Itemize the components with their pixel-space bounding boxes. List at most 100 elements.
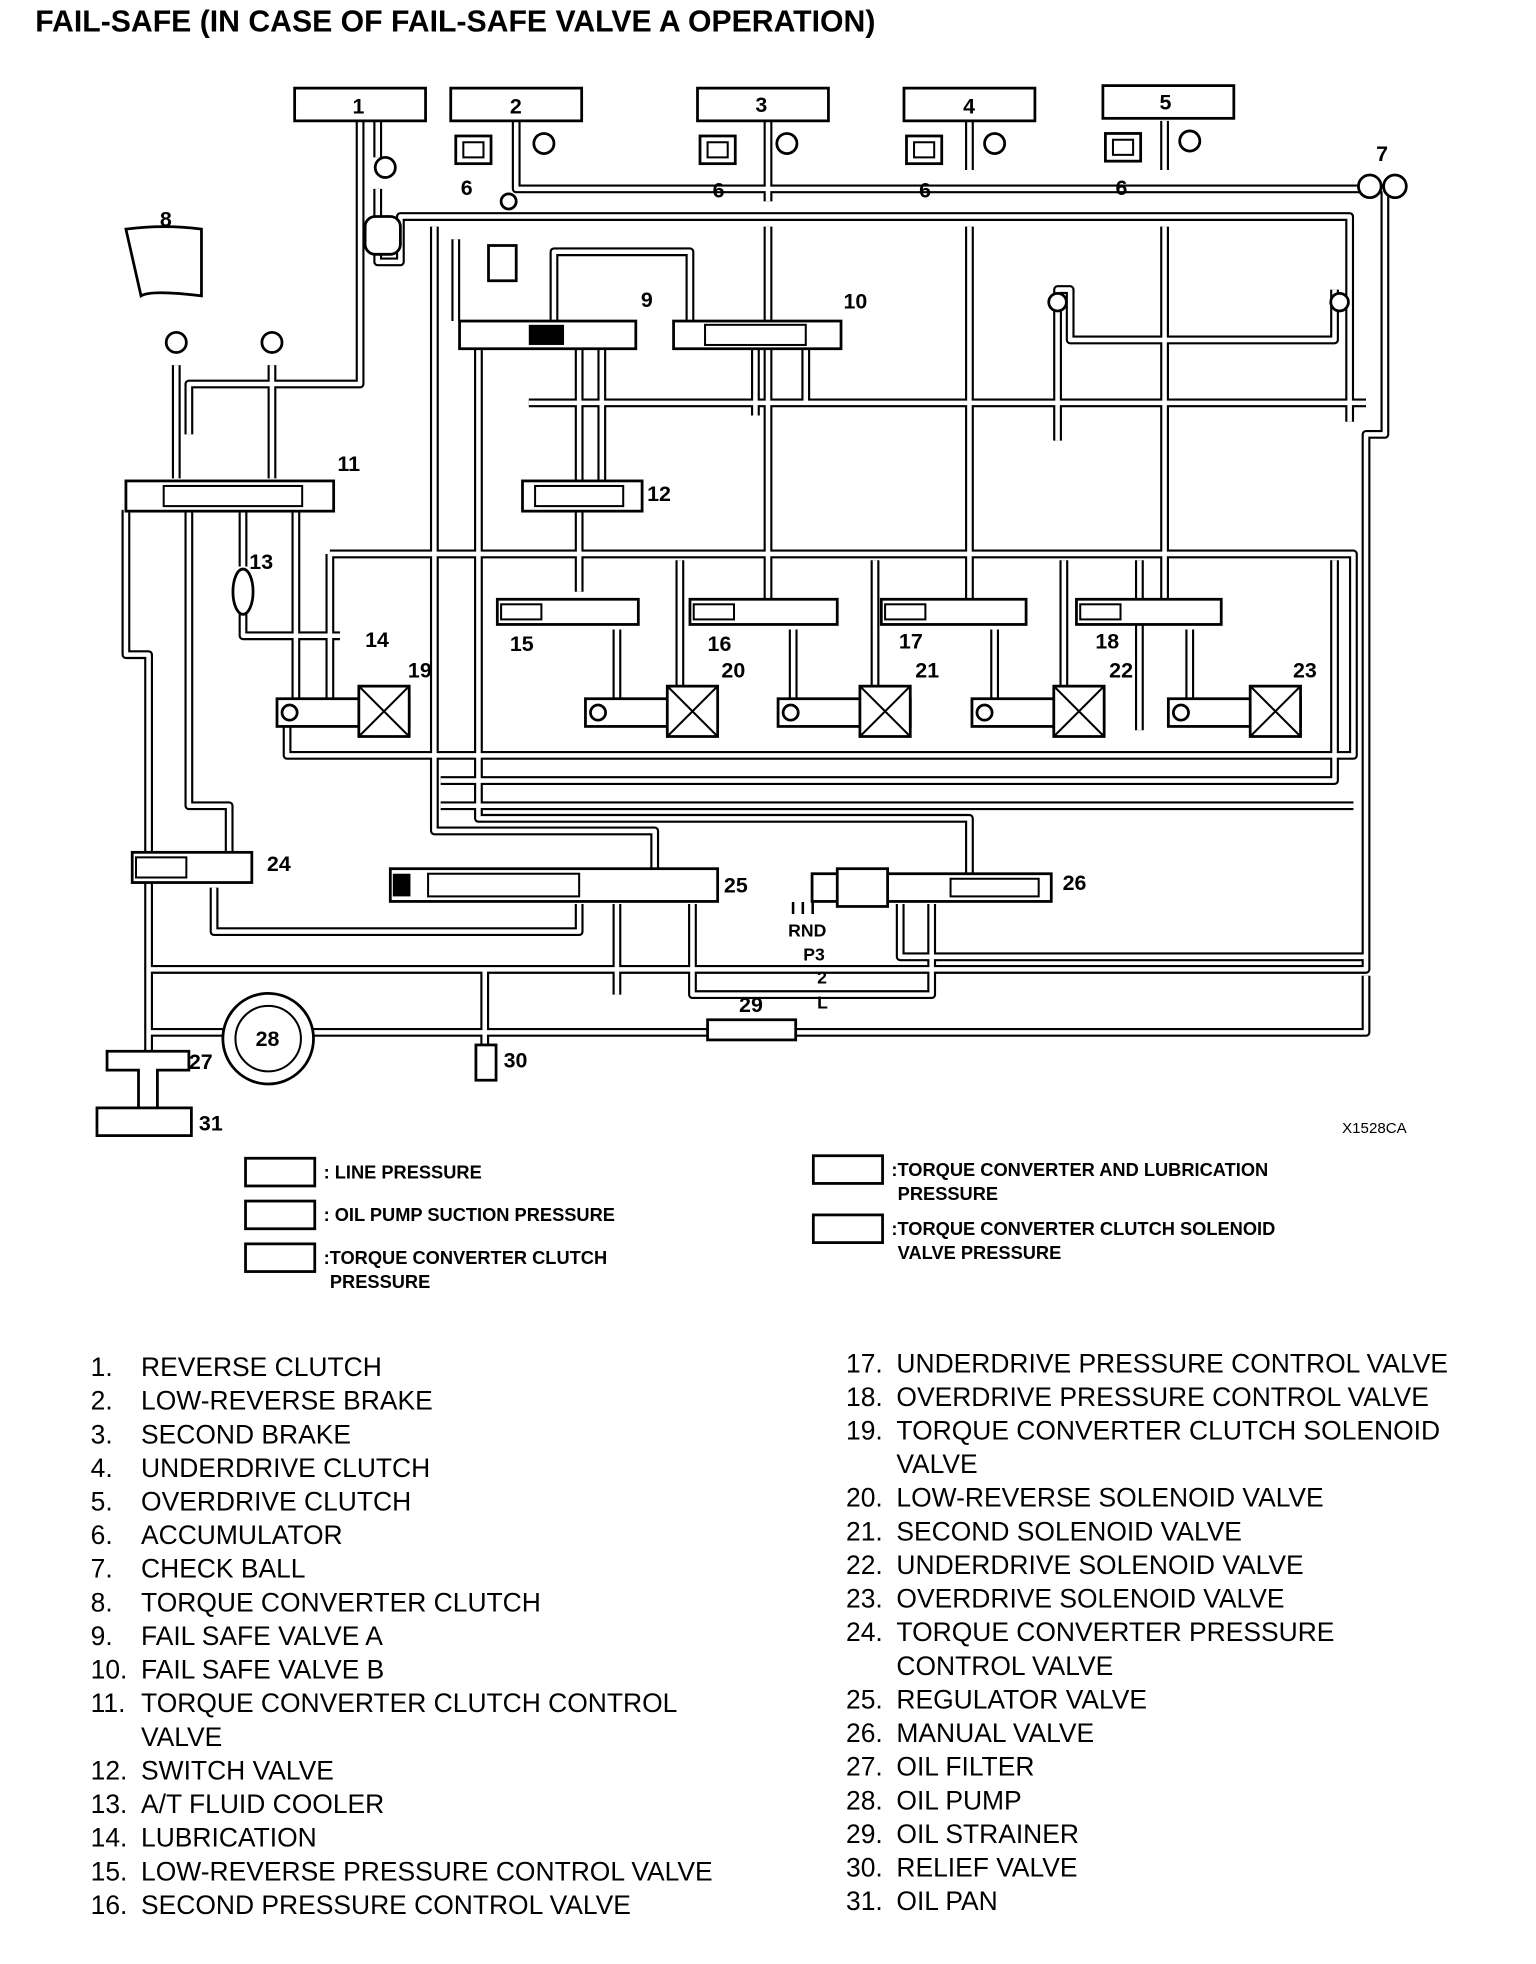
part-number: 16.	[91, 1890, 128, 1920]
part-number: 10.	[91, 1655, 128, 1685]
callout: 23	[1293, 658, 1317, 682]
callout: 6	[461, 176, 473, 200]
part-name: TORQUE CONVERTER CLUTCH SOLENOID	[896, 1416, 1440, 1446]
part-number: 12.	[91, 1755, 128, 1785]
callout: 8	[160, 208, 172, 232]
part-name: SECOND PRESSURE CONTROL VALVE	[141, 1890, 631, 1920]
callout: 9	[641, 288, 653, 312]
part-number: 14.	[91, 1823, 128, 1853]
part-name: LUBRICATION	[141, 1823, 317, 1853]
part-name: CONTROL VALVE	[896, 1651, 1113, 1681]
callout: 18	[1095, 629, 1119, 653]
callout: 30	[504, 1049, 528, 1073]
part-name: A/T FLUID COOLER	[141, 1789, 384, 1819]
callout: 16	[708, 632, 732, 656]
clutch-boxes: 1 2 3 4 5	[293, 84, 1236, 123]
callout: 26	[1063, 871, 1087, 895]
part-name: FAIL SAFE VALVE A	[141, 1621, 383, 1651]
legend-label: : OIL PUMP SUCTION PRESSURE	[324, 1204, 615, 1225]
part-name: REVERSE CLUTCH	[141, 1352, 382, 1382]
parts-list-item: 29.OIL STRAINER	[846, 1819, 1079, 1849]
parts-list-item: 2. LOW-REVERSE BRAKE	[91, 1386, 433, 1416]
part-name: CHECK BALL	[141, 1554, 305, 1584]
part-name: ACCUMULATOR	[141, 1520, 343, 1550]
callout: 12	[647, 482, 671, 506]
part-name: SECOND SOLENOID VALVE	[896, 1516, 1242, 1546]
part-name: LOW-REVERSE PRESSURE CONTROL VALVE	[141, 1856, 713, 1886]
box-label: 4	[963, 94, 975, 118]
part-name: LOW-REVERSE BRAKE	[141, 1386, 433, 1416]
part-number: 6.	[91, 1520, 113, 1550]
parts-list-item: 5.OVERDRIVE CLUTCH	[91, 1487, 411, 1517]
position-ticks: I I I	[791, 898, 815, 918]
legend-item: : OIL PUMP SUCTION PRESSURE	[244, 1199, 615, 1231]
parts-list-item: 12.SWITCH VALVE	[91, 1755, 334, 1785]
part-number: 19.	[846, 1416, 883, 1446]
parts-list-item: 18.OVERDRIVE PRESSURE CONTROL VALVE	[846, 1382, 1429, 1412]
parts-list-item: 14. LUBRICATION	[91, 1823, 317, 1853]
tcc-solenoid	[275, 684, 411, 738]
hydraulic-lines	[126, 121, 1385, 1058]
parts-list-item: 15.LOW-REVERSE PRESSURE CONTROL VALVE	[91, 1856, 713, 1886]
pressure-check-icons	[164, 129, 1350, 354]
callout: 20	[721, 658, 745, 682]
page-title: FAIL-SAFE (IN CASE OF FAIL-SAFE VALVE A …	[35, 5, 875, 38]
part-number: 13.	[91, 1789, 128, 1819]
legend-label: PRESSURE	[898, 1183, 998, 1204]
manual-valve-positions: I I I RND P3 2 L	[788, 898, 828, 1012]
part-number: 27.	[846, 1752, 883, 1782]
part-name: OVERDRIVE SOLENOID VALVE	[896, 1584, 1284, 1614]
parts-list-item: 30.RELIEF VALVE	[846, 1853, 1077, 1883]
part-name: REGULATOR VALVE	[896, 1684, 1147, 1714]
legend-label: :TORQUE CONVERTER AND LUBRICATION	[891, 1159, 1268, 1180]
part-number: 31.	[846, 1886, 883, 1916]
position-label: 2	[817, 967, 827, 987]
figure-code: X1528CA	[1342, 1120, 1408, 1137]
reverse-clutch-box	[293, 86, 427, 123]
part-name: OVERDRIVE CLUTCH	[141, 1487, 411, 1517]
callout: 25	[724, 874, 748, 898]
parts-list-item: 24. TORQUE CONVERTER PRESSURE CONTROL VALV…	[846, 1617, 1334, 1681]
od-solenoid	[1166, 684, 1302, 738]
part-number: 21.	[846, 1516, 883, 1546]
callout: 10	[844, 289, 868, 313]
part-number: 9.	[91, 1621, 113, 1651]
parts-list-item: 25. REGULATOR VALVE	[846, 1684, 1147, 1714]
part-name: TORQUE CONVERTER PRESSURE	[896, 1617, 1334, 1647]
part-name: FAIL SAFE VALVE B	[141, 1655, 384, 1685]
ud-solenoid	[970, 684, 1106, 738]
position-label: RND	[788, 921, 826, 941]
part-number: 24.	[846, 1617, 883, 1647]
callout: 17	[899, 629, 923, 653]
orifice-icon	[363, 215, 402, 256]
part-number: 28.	[846, 1785, 883, 1815]
part-number: 8.	[91, 1587, 113, 1617]
legend-label: VALVE PRESSURE	[898, 1242, 1062, 1263]
relief-valve-icon	[474, 1043, 498, 1082]
check-ball-icon	[1357, 173, 1408, 200]
torque-converter-clutch-icon	[124, 225, 203, 299]
fluid-cooler-icon	[231, 567, 255, 616]
part-number: 25.	[846, 1684, 883, 1714]
callout: 27	[189, 1050, 213, 1074]
solenoid-valves	[275, 684, 1302, 738]
part-name: OIL STRAINER	[896, 1819, 1079, 1849]
parts-list-item: 17.UNDERDRIVE PRESSURE CONTROL VALVE	[846, 1348, 1448, 1378]
part-number: 4.	[91, 1453, 113, 1483]
second-brake-box	[696, 86, 830, 123]
part-number: 7.	[91, 1554, 113, 1584]
callout: 19	[408, 658, 432, 682]
callout: 7	[1376, 142, 1388, 166]
parts-list-item: 16. SECOND PRESSURE CONTROL VALVE	[91, 1890, 631, 1920]
box-label: 5	[1160, 91, 1172, 115]
legend-swatch	[244, 1242, 317, 1273]
lr-pressure-control-valve	[495, 597, 640, 626]
parts-list-item: 20.LOW-REVERSE SOLENOID VALVE	[846, 1483, 1324, 1513]
legend-label: :TORQUE CONVERTER CLUTCH SOLENOID	[891, 1218, 1275, 1239]
parts-list-item: 13. A/T FLUID COOLER	[91, 1789, 385, 1819]
parts-list-item: 3.SECOND BRAKE	[91, 1419, 351, 1449]
part-number: 2.	[91, 1386, 113, 1416]
box-label: 2	[510, 94, 522, 118]
